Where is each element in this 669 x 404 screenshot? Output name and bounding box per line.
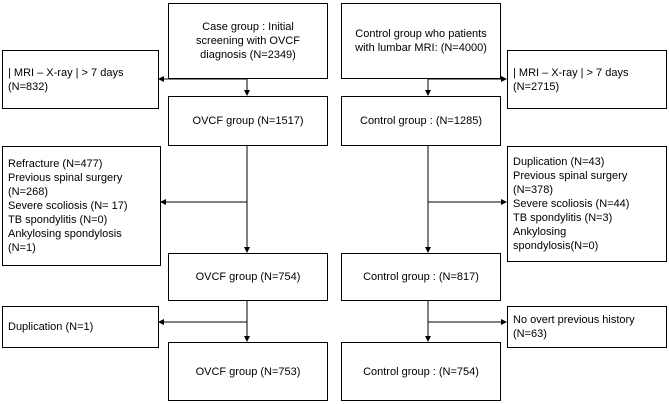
control-group-3-label: Control group : (N=754) (363, 365, 479, 378)
case-exclusion-3-label: Duplication (N=1) (8, 321, 94, 333)
case-group-3-box: OVCF group (N=753) (168, 342, 328, 401)
case-group-1-box: OVCF group (N=1517) (168, 96, 328, 146)
control-exclusion-2-line1: Duplication (N=43) (513, 156, 605, 168)
case-exclusion-2-line1: Refracture (N=477) (8, 158, 103, 170)
case-exclusion-3-box: Duplication (N=1) (2, 306, 159, 348)
case-exclusion-2-box: Refracture (N=477) Previous spinal surge… (2, 146, 161, 266)
case-exclusion-2-line7: (N=1) (8, 242, 36, 254)
control-group-2-label: Control group : (N=817) (363, 271, 479, 283)
case-group-2-box: OVCF group (N=754) (168, 253, 328, 301)
control-group-1-label: Control group : (N=1285) (360, 115, 482, 127)
control-group-3-box: Control group : (N=754) (341, 342, 501, 401)
control-exclusion-1-line1: | MRI – X-ray | > 7 days (513, 66, 629, 79)
control-exclusion-2-line7: spondylosis(N=0) (513, 240, 599, 252)
control-exclusion-1-line2: (N=2715) (513, 80, 560, 93)
control-exclusion-2-line3: (N=378) (513, 184, 554, 196)
control-initial-box: Control group who patients with lumbar M… (341, 3, 501, 79)
control-group-1-box: Control group : (N=1285) (341, 96, 501, 146)
control-exclusion-2-line2: Previous spinal surgery (513, 170, 628, 182)
control-exclusion-1-box: | MRI – X-ray | > 7 days (N=2715) (507, 50, 667, 109)
case-exclusion-1-box: | MRI – X-ray | > 7 days (N=832) (2, 50, 159, 109)
control-exclusion-2-line4: Severe scoliosis (N=44) (513, 198, 630, 210)
case-initial-line1: Case group : Initial (202, 21, 294, 33)
case-exclusion-2-line2: Previous spinal surgery (8, 172, 123, 184)
case-initial-line3: diagnosis (N=2349) (200, 49, 296, 61)
case-exclusion-2-line3: (N=268) (8, 186, 49, 198)
case-initial-line2: screening with OVCF (196, 35, 300, 47)
control-group-2-box: Control group : (N=817) (341, 253, 501, 301)
control-exclusion-2-line5: TB spondylitis (N=3) (513, 212, 613, 224)
control-exclusion-2-line6: Ankylosing (513, 226, 567, 238)
control-exclusion-3-box: No overt previous history (N=63) (507, 306, 667, 348)
case-exclusion-2-line6: Ankylosing spondylosis (8, 228, 122, 240)
case-group-2-label: OVCF group (N=754) (195, 271, 301, 283)
case-exclusion-2-line4: Severe scoliosis (N= 17) (8, 200, 128, 212)
case-exclusion-2-line5: TB spondylitis (N=0) (8, 214, 108, 226)
control-exclusion-3-line1: No overt previous history (513, 314, 635, 326)
case-exclusion-1-line2: (N=832) (8, 80, 49, 93)
control-initial-line1: Control group who patients (355, 28, 487, 40)
control-exclusion-3-line2: (N=63) (513, 328, 547, 340)
case-initial-box: Case group : Initial screening with OVCF… (168, 3, 328, 79)
control-initial-line2: with lumbar MRI: (N=4000) (355, 42, 487, 54)
control-exclusion-2-box: Duplication (N=43) Previous spinal surge… (507, 146, 667, 262)
case-group-3-label: OVCF group (N=753) (195, 365, 301, 378)
case-group-1-label: OVCF group (N=1517) (192, 115, 304, 127)
case-exclusion-1-line1: | MRI – X-ray | > 7 days (8, 66, 124, 79)
